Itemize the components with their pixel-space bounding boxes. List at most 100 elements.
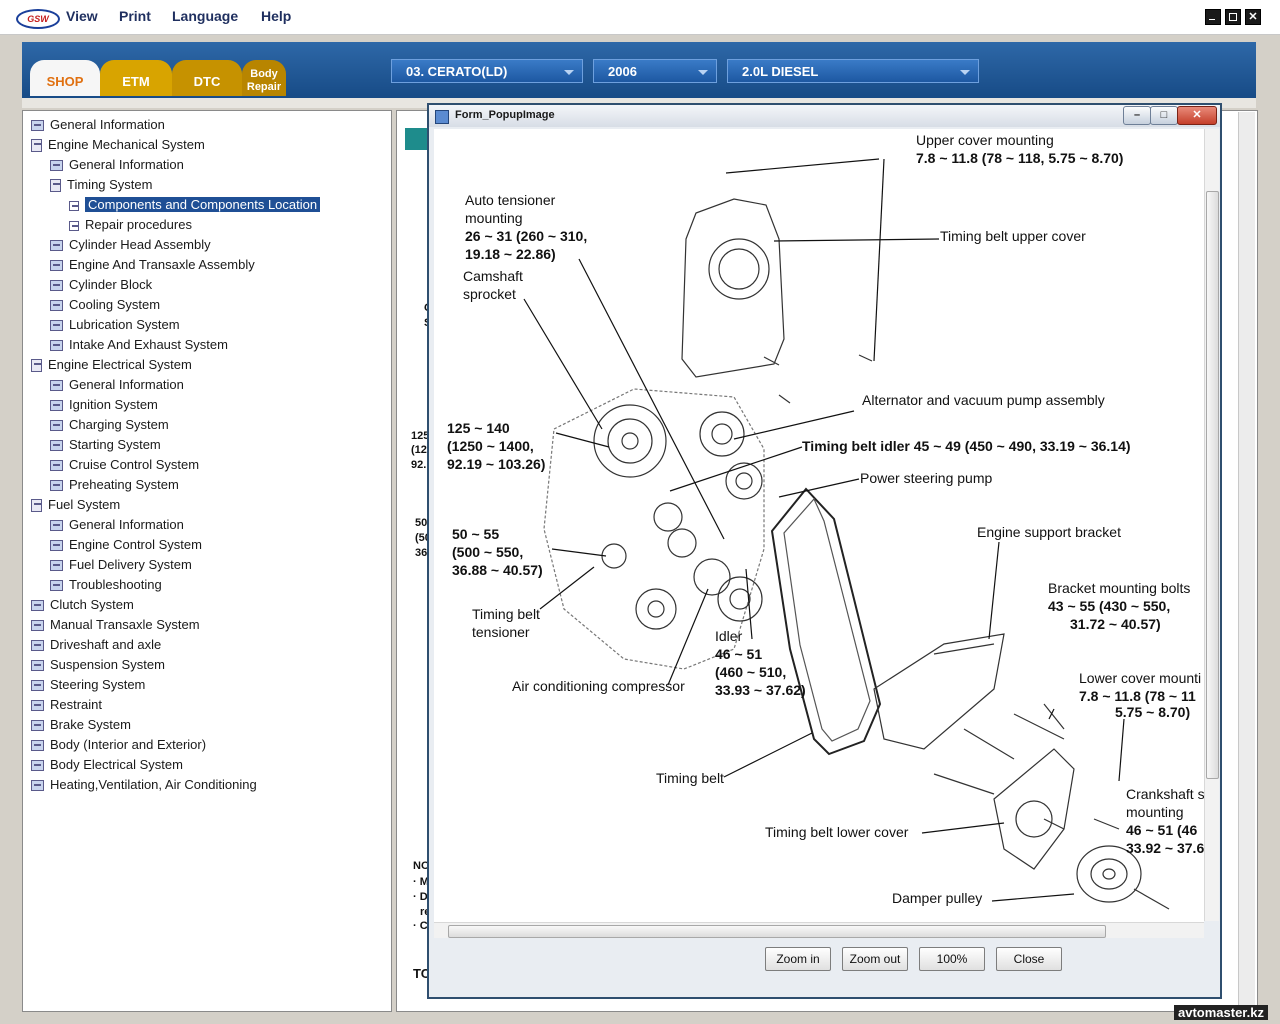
zoom-100-button[interactable]: 100% [919,947,985,971]
tree-item[interactable]: Body (Interior and Exterior) [31,735,206,755]
popup-maximize-button[interactable]: □ [1150,106,1178,125]
close-button[interactable]: Close [996,947,1062,971]
tree-item[interactable]: Engine Control System [50,535,202,555]
book-icon [50,540,63,552]
menu-help[interactable]: Help [261,8,292,24]
tree-item[interactable]: Manual Transaxle System [31,615,200,635]
tree-item[interactable]: General Information [50,375,184,395]
tree-item-label: Fuel System [48,497,121,512]
book-icon [50,460,63,472]
tab-dtc[interactable]: DTC [172,60,242,96]
tree-item[interactable]: General Information [31,115,165,135]
tree-item[interactable]: Driveshaft and axle [31,635,161,655]
background-text-fragment: TO [413,966,431,981]
tree-item[interactable]: Steering System [31,675,145,695]
tree-item[interactable]: Engine Electrical System [31,355,192,375]
vertical-scroll-thumb[interactable] [1206,191,1219,779]
tree-item[interactable]: Cylinder Block [50,275,152,295]
engine-select[interactable]: 2.0L DIESEL [727,59,979,83]
tree-item[interactable]: Fuel Delivery System [50,555,192,575]
popup-close-button[interactable]: ✕ [1177,106,1217,125]
diagram-label: Upper cover mounting [916,132,1054,148]
diagram-label: (460 ~ 510, [715,664,787,680]
book-icon [31,600,44,612]
tree-item[interactable]: Preheating System [50,475,179,495]
horizontal-scroll-thumb[interactable] [448,925,1106,938]
tree-item-label: Manual Transaxle System [50,617,200,632]
tree-item[interactable]: Lubrication System [50,315,180,335]
diagram-label: Timing belt [656,770,724,786]
tab-shop[interactable]: SHOP [30,60,100,96]
tree-item[interactable]: Heating,Ventilation, Air Conditioning [31,775,257,795]
menu-language[interactable]: Language [172,8,239,24]
tree-item-label: General Information [50,117,165,132]
year-select[interactable]: 2006 [593,59,717,83]
tree-item[interactable]: Starting System [50,435,161,455]
tree-item[interactable]: Clutch System [31,595,134,615]
tree-item[interactable]: Engine And Transaxle Assembly [50,255,255,275]
tree-item[interactable]: Body Electrical System [31,755,183,775]
tree-item[interactable]: Suspension System [31,655,165,675]
book-icon [31,720,44,732]
tree-item-label: Engine Mechanical System [48,137,205,152]
diagram-label: mounting [1126,804,1184,820]
popup-vertical-scrollbar[interactable] [1204,129,1219,921]
tree-item[interactable]: Troubleshooting [50,575,162,595]
book-icon [31,680,44,692]
minimize-icon[interactable] [1205,9,1221,25]
diagram-label: 50 ~ 55 [452,526,500,542]
tree-item[interactable]: Cruise Control System [50,455,199,475]
diagram-label: 5.75 ~ 8.70) [1115,704,1191,720]
content-scrollbar[interactable] [1238,112,1255,1008]
tree-item[interactable]: Charging System [50,415,169,435]
book-icon [50,480,63,492]
open-book-icon [50,179,61,193]
tree-item[interactable]: Restraint [31,695,102,715]
book-icon [50,320,63,332]
tree-item[interactable]: Engine Mechanical System [31,135,205,155]
tree-item[interactable]: Repair procedures [69,215,192,235]
maximize-icon[interactable] [1225,9,1241,25]
tree-item[interactable]: Components and Components Location [69,195,321,215]
tree-item-label: Restraint [50,697,103,712]
popup-minimize-button[interactable]: – [1123,106,1151,125]
book-icon [50,580,63,592]
zoom-out-button[interactable]: Zoom out [842,947,908,971]
model-select[interactable]: 03. CERATO(LD) [391,59,583,83]
book-icon [50,560,63,572]
tree-item[interactable]: Brake System [31,715,131,735]
background-text-fragment: · C [413,920,428,932]
tree-item-label: Engine And Transaxle Assembly [69,257,255,272]
menu-print[interactable]: Print [119,8,151,24]
tree-item[interactable]: Timing System [50,175,152,195]
diagram-label: 46 ~ 51 (46 [1126,822,1198,838]
zoom-in-button[interactable]: Zoom in [765,947,831,971]
tree-item-label: Charging System [69,417,169,432]
book-icon [31,740,44,752]
idler-pulley [693,558,731,596]
background-text-fragment: 36 [415,547,428,559]
tree-item-label: Steering System [50,677,146,692]
close-icon[interactable]: ✕ [1245,9,1261,25]
book-icon [50,340,63,352]
menu-view[interactable]: View [66,8,98,24]
tab-etm[interactable]: ETM [100,60,172,96]
tree-item[interactable]: General Information [50,515,184,535]
tree-item[interactable]: Intake And Exhaust System [50,335,228,355]
tree-item[interactable]: General Information [50,155,184,175]
maximize-icon: □ [1160,109,1168,121]
diagram-label: Timing belt upper cover [940,228,1086,244]
tree-item[interactable]: Cylinder Head Assembly [50,235,211,255]
tree-item[interactable]: Fuel System [31,495,120,515]
tab-body-repair[interactable]: Body Repair [242,60,286,96]
diagram-label: Bracket mounting bolts [1048,580,1191,596]
tree-item[interactable]: Ignition System [50,395,158,415]
diagram-label: Camshaft [463,268,523,284]
diagram-label: 33.93 ~ 37.62) [715,682,806,698]
tree-item-label: Timing System [67,177,153,192]
popup-titlebar[interactable]: Form_PopupImage – □ ✕ [429,105,1220,127]
timing-system-diagram [523,158,1170,910]
popup-horizontal-scrollbar[interactable] [434,922,1204,938]
tree-item[interactable]: Cooling System [50,295,160,315]
